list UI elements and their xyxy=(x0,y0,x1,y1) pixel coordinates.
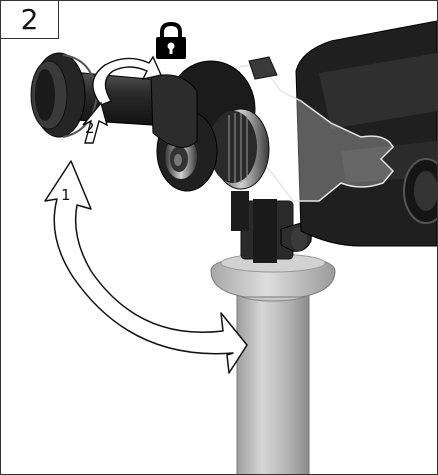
rotate-arrow xyxy=(82,55,162,144)
arrow-label-1: 1 xyxy=(61,186,71,204)
raise-arrow xyxy=(44,160,248,374)
lock-icon xyxy=(156,22,186,59)
device-body xyxy=(228,20,437,247)
step-number: 2 xyxy=(1,1,59,39)
arrow-label-2: 2 xyxy=(85,119,95,137)
eyepiece-barrel xyxy=(30,52,198,148)
mount-clamp xyxy=(231,191,312,263)
